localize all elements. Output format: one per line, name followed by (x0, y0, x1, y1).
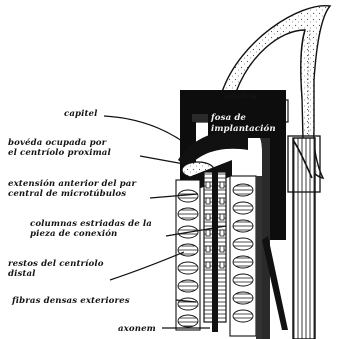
label-fosa-line1: fosa de (210, 113, 246, 123)
label-fibras: fibras densas exteriores (11, 296, 130, 306)
label-columnas-line2: pieza de conexión (30, 228, 117, 239)
connecting-piece (204, 172, 226, 332)
striated-columns-left (176, 180, 200, 330)
label-nucleo: núcleo (224, 91, 257, 102)
label-capitel: capitel (64, 109, 98, 119)
inner-sheath (256, 176, 262, 339)
label-columnas-line1: columnas estriadas de la (30, 219, 152, 229)
label-boveda-line2: el centríolo proximal (8, 147, 111, 158)
label-extension-line2: central de microtúbulos (8, 188, 126, 199)
flagellum-tube (288, 136, 320, 339)
label-axonema: axonem (118, 324, 156, 334)
label-fosa-line2: implantación (211, 123, 276, 134)
label-extension-line1: extensión anterior del par (8, 178, 137, 189)
label-boveda-line1: bovéda ocupada por (8, 137, 108, 148)
striated-columns-right (230, 176, 256, 336)
label-restos-line1: restos del centríolo (8, 258, 104, 269)
label-restos-line2: distal (8, 269, 36, 279)
